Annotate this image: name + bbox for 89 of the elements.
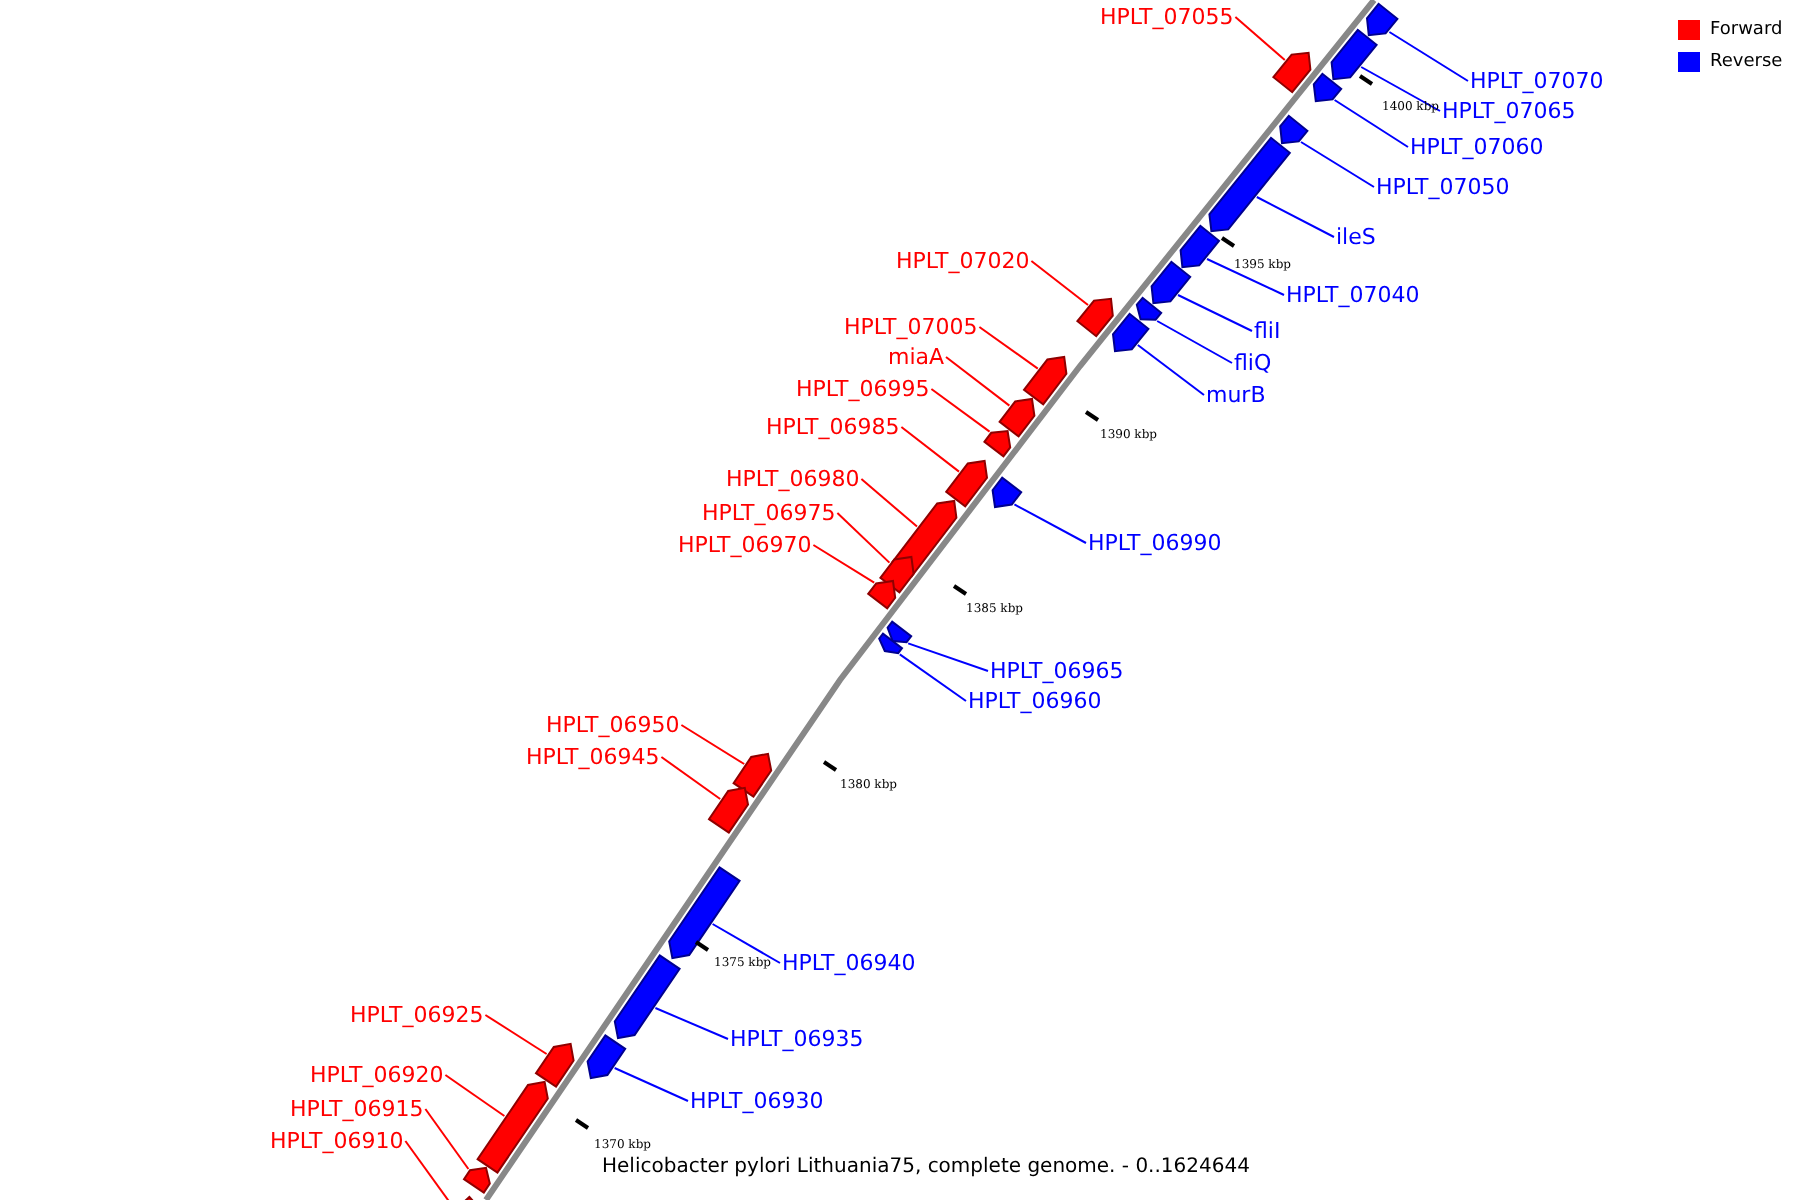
leader-line <box>484 1014 548 1055</box>
gene-label: HPLT_06960 <box>968 688 1102 714</box>
gene-block <box>1330 28 1378 81</box>
gene-label: HPLT_06970 <box>678 532 812 558</box>
gene-label: fliQ <box>1234 350 1272 376</box>
legend-label: Reverse <box>1710 50 1783 74</box>
leader-line <box>1388 31 1469 82</box>
leader-line <box>711 923 781 964</box>
gene-label: HPLT_06945 <box>526 744 660 770</box>
leader-line <box>898 653 967 702</box>
gene-label: HPLT_06985 <box>766 414 900 440</box>
leader-line <box>930 388 991 433</box>
gene-label: HPLT_07005 <box>844 314 978 340</box>
gene-block <box>1272 51 1312 94</box>
gene-block <box>668 866 741 960</box>
leader-line <box>660 756 722 800</box>
leader-line <box>945 356 1011 407</box>
leader-line <box>978 326 1039 370</box>
gene-block <box>1076 297 1114 338</box>
gene-label: HPLT_06925 <box>350 1002 484 1028</box>
gene-block <box>944 459 989 508</box>
gene-label: HPLT_06980 <box>726 466 860 492</box>
leader-line <box>1206 258 1285 296</box>
gene-block <box>1111 312 1150 353</box>
gene-block <box>1279 114 1309 145</box>
gene-block <box>983 429 1012 458</box>
gene-block <box>998 397 1036 438</box>
gene-block <box>866 579 897 610</box>
legend-label: Forward <box>1710 18 1783 42</box>
leader-line <box>424 1108 470 1170</box>
gene-label: HPLT_06935 <box>730 1026 864 1052</box>
gene-block <box>462 1166 491 1194</box>
leader-line <box>1013 503 1087 544</box>
leader-line <box>1333 99 1409 148</box>
gene-block <box>586 1034 627 1080</box>
gene-block <box>878 632 904 655</box>
leader-line <box>613 1067 689 1102</box>
gene-label: HPLT_07065 <box>1442 98 1576 124</box>
gene-block <box>1208 136 1292 233</box>
leader-line <box>1255 196 1335 238</box>
gene-block <box>1179 224 1221 269</box>
leader-line <box>680 724 746 765</box>
gene-block <box>1150 260 1192 305</box>
gene-label: HPLT_07055 <box>1100 4 1234 30</box>
gene-label: HPLT_07070 <box>1470 68 1604 94</box>
leader-line <box>1300 141 1375 188</box>
leader-line <box>444 1074 506 1117</box>
leader-line <box>860 478 918 528</box>
gene-label: HPLT_06965 <box>990 658 1124 684</box>
leader-line <box>1234 16 1286 61</box>
gene-label: HPLT_06910 <box>270 1128 404 1154</box>
gene-label: HPLT_07060 <box>1410 134 1544 160</box>
gene-label: HPLT_07040 <box>1286 282 1420 308</box>
gene-label: HPLT_06995 <box>796 376 930 402</box>
leader-line <box>654 1007 729 1040</box>
gene-label: HPLT_06940 <box>782 950 916 976</box>
gene-block <box>732 752 773 798</box>
leader-line <box>1136 344 1205 396</box>
gene-label: HPLT_06990 <box>1088 530 1222 556</box>
gene-block <box>707 786 750 834</box>
gene-block <box>886 620 913 644</box>
gene-label: fliI <box>1254 318 1281 344</box>
caption: Helicobacter pylori Lithuania75, complete genome. - 0..1624644 <box>602 1154 1250 1180</box>
gene-label: HPLT_06915 <box>290 1096 424 1122</box>
gene-label: HPLT_06950 <box>546 712 680 738</box>
leader-line <box>1177 294 1253 332</box>
leader-line <box>836 512 891 564</box>
gene-block <box>1365 2 1399 37</box>
leader-line <box>1360 66 1441 112</box>
gene-block <box>1312 72 1343 103</box>
gene-block <box>1135 296 1163 321</box>
gene-label: HPLT_06975 <box>702 500 836 526</box>
gene-block <box>534 1042 575 1088</box>
leader-line <box>812 544 876 584</box>
gene-label: ileS <box>1336 224 1376 250</box>
gene-label: murB <box>1206 382 1266 408</box>
gene-block <box>879 555 915 594</box>
gene-block <box>476 1080 549 1174</box>
gene-label: HPLT_07020 <box>896 248 1030 274</box>
leader-line <box>900 426 960 473</box>
gene-label: miaA <box>888 344 945 370</box>
leader-line <box>907 642 989 672</box>
gene-block <box>613 954 681 1040</box>
gene-label: HPLT_07050 <box>1376 174 1510 200</box>
gene-block <box>1022 355 1068 406</box>
gene-label: HPLT_06930 <box>690 1088 824 1114</box>
leader-line <box>1156 320 1233 364</box>
gene-label: HPLT_06920 <box>310 1062 444 1088</box>
leader-line <box>1030 260 1089 306</box>
